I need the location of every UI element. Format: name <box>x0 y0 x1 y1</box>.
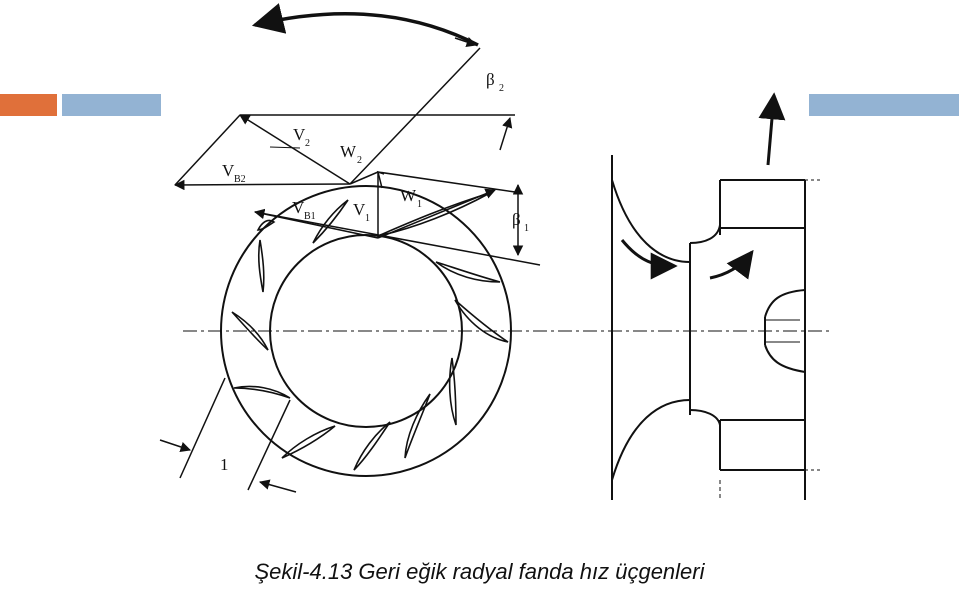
accent-bar-orange <box>0 94 57 116</box>
label-vb2: V <box>222 161 235 180</box>
label-w2: W <box>340 142 357 161</box>
accent-bar-blue-left <box>62 94 161 116</box>
label-beta1: β <box>512 210 521 229</box>
label-v2: V <box>293 125 306 144</box>
pitch-dimension <box>159 377 297 493</box>
flow-arrows <box>620 92 786 280</box>
impeller-blades <box>231 192 509 471</box>
svg-text:B1: B1 <box>304 211 316 222</box>
fan-side-view <box>611 155 820 500</box>
diagram-labels: β 2 V 2 W 2 V B2 V B1 V 1 W 1 β 1 1 <box>220 70 529 474</box>
svg-text:2: 2 <box>499 83 504 94</box>
svg-text:B2: B2 <box>234 174 246 185</box>
impeller-outer-circle <box>220 185 512 477</box>
label-vb1: V <box>292 198 305 217</box>
svg-text:2: 2 <box>305 138 310 149</box>
figure-caption: Şekil-4.13 Geri eğik radyal fanda hız üç… <box>254 559 705 584</box>
label-w1: W <box>400 186 417 205</box>
label-beta2: β <box>486 70 495 89</box>
svg-text:1: 1 <box>524 223 529 234</box>
label-pitch: 1 <box>220 455 229 474</box>
svg-text:1: 1 <box>417 199 422 210</box>
inlet-velocity-triangle <box>253 170 541 266</box>
outlet-velocity-triangle <box>173 47 515 191</box>
label-v1: V <box>353 200 366 219</box>
accent-bar-blue-right <box>809 94 959 116</box>
svg-text:1: 1 <box>365 213 370 224</box>
svg-text:2: 2 <box>357 155 362 166</box>
rotation-arrow <box>251 3 479 47</box>
